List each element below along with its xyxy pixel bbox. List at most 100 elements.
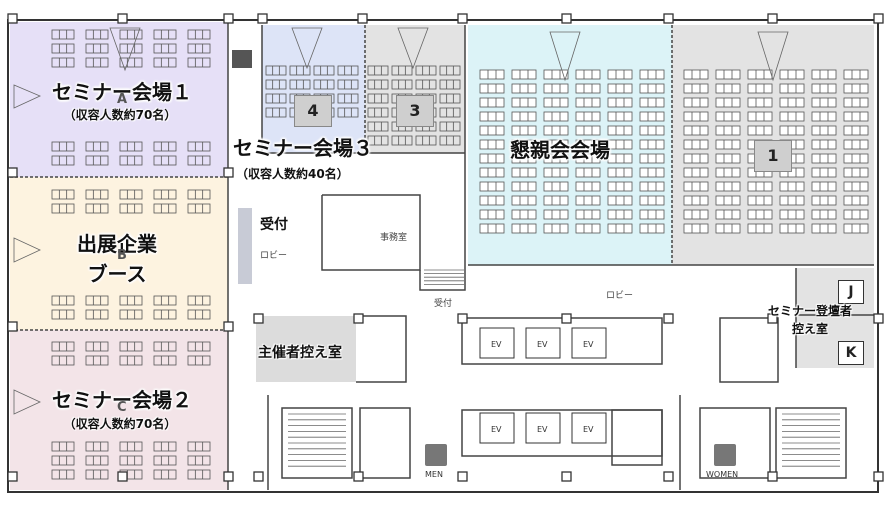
table-top <box>715 209 741 220</box>
seat-row <box>85 43 109 54</box>
seat-row <box>51 355 75 366</box>
banquet-table <box>843 181 869 192</box>
table-top <box>843 97 869 108</box>
column <box>663 13 674 24</box>
table-top <box>715 167 741 178</box>
banquet-table <box>639 223 665 234</box>
seat-row <box>265 65 287 76</box>
banquet-table <box>607 69 633 80</box>
seat-desk <box>415 79 437 90</box>
banquet-table <box>607 111 633 122</box>
table-top <box>543 153 569 164</box>
seat-row <box>153 155 177 166</box>
seat-row <box>153 341 177 352</box>
organizer-room-area <box>256 316 356 382</box>
banquet-table <box>843 223 869 234</box>
table-top <box>575 139 601 150</box>
seat-row <box>85 141 109 152</box>
column <box>357 13 368 24</box>
banquet-tables <box>479 69 869 234</box>
table-top <box>683 195 709 206</box>
seat-desk <box>119 309 143 320</box>
seat-row <box>153 469 177 480</box>
banquet-table <box>843 97 869 108</box>
seat-row <box>119 341 143 352</box>
banquet-table <box>683 181 709 192</box>
column <box>7 471 18 482</box>
banquet-table <box>747 83 773 94</box>
table-top <box>747 111 773 122</box>
table-top <box>639 111 665 122</box>
seat-row <box>119 203 143 214</box>
column <box>663 471 674 482</box>
seat-row <box>153 29 177 40</box>
column <box>561 471 572 482</box>
table-top <box>843 181 869 192</box>
seminar-room-2-capacity: （収容人数約70名） <box>63 417 177 431</box>
banquet-table <box>715 69 741 80</box>
table-top <box>639 195 665 206</box>
seat-desk <box>367 79 389 90</box>
table-top <box>715 139 741 150</box>
banquet-table <box>779 125 805 136</box>
table-top <box>811 69 837 80</box>
table-top <box>639 167 665 178</box>
table-top <box>747 223 773 234</box>
table-top <box>607 125 633 136</box>
table-top <box>779 125 805 136</box>
banquet-table <box>747 181 773 192</box>
table-top <box>543 69 569 80</box>
table-top <box>779 167 805 178</box>
banquet-table <box>683 209 709 220</box>
seat-desk <box>119 441 143 452</box>
table-top <box>479 153 505 164</box>
seat-row <box>265 93 287 104</box>
seat-row <box>153 189 177 200</box>
seat-row <box>187 309 211 320</box>
banquet-table <box>511 69 537 80</box>
banquet-table <box>639 83 665 94</box>
banquet-table <box>511 181 537 192</box>
banquet-table <box>479 223 505 234</box>
elevator-label: EV <box>583 425 594 434</box>
banquet-table <box>715 139 741 150</box>
banquet-table <box>575 139 601 150</box>
seat-row <box>367 79 389 90</box>
seat-row <box>119 29 143 40</box>
banquet-table <box>639 97 665 108</box>
table-top <box>543 181 569 192</box>
seat-desk <box>415 65 437 76</box>
banquet-table <box>479 69 505 80</box>
banquet-table <box>747 223 773 234</box>
seat-row <box>415 135 437 146</box>
column <box>223 13 234 24</box>
seat-row <box>119 141 143 152</box>
banquet-table <box>715 97 741 108</box>
table-top <box>575 167 601 178</box>
banquet-table <box>639 209 665 220</box>
banquet-table <box>607 223 633 234</box>
womens-toilet-icon <box>714 444 736 466</box>
table-top <box>811 167 837 178</box>
banquet-table <box>511 139 537 150</box>
banquet-table <box>843 69 869 80</box>
banquet-table <box>715 111 741 122</box>
table-top <box>639 125 665 136</box>
banquet-table <box>683 69 709 80</box>
table-top <box>575 111 601 122</box>
table-top <box>843 209 869 220</box>
seat-desk <box>439 121 461 132</box>
seat-row <box>439 65 461 76</box>
table-top <box>715 125 741 136</box>
table-top <box>479 83 505 94</box>
seat-desk <box>85 469 109 480</box>
seat-desk <box>51 43 75 54</box>
table-top <box>511 195 537 206</box>
column <box>663 313 674 324</box>
seat-desk <box>337 107 359 118</box>
banquet-table <box>511 83 537 94</box>
seat-desk <box>51 203 75 214</box>
seat-row <box>439 107 461 118</box>
elevator-label: EV <box>491 340 502 349</box>
banquet-table <box>683 83 709 94</box>
